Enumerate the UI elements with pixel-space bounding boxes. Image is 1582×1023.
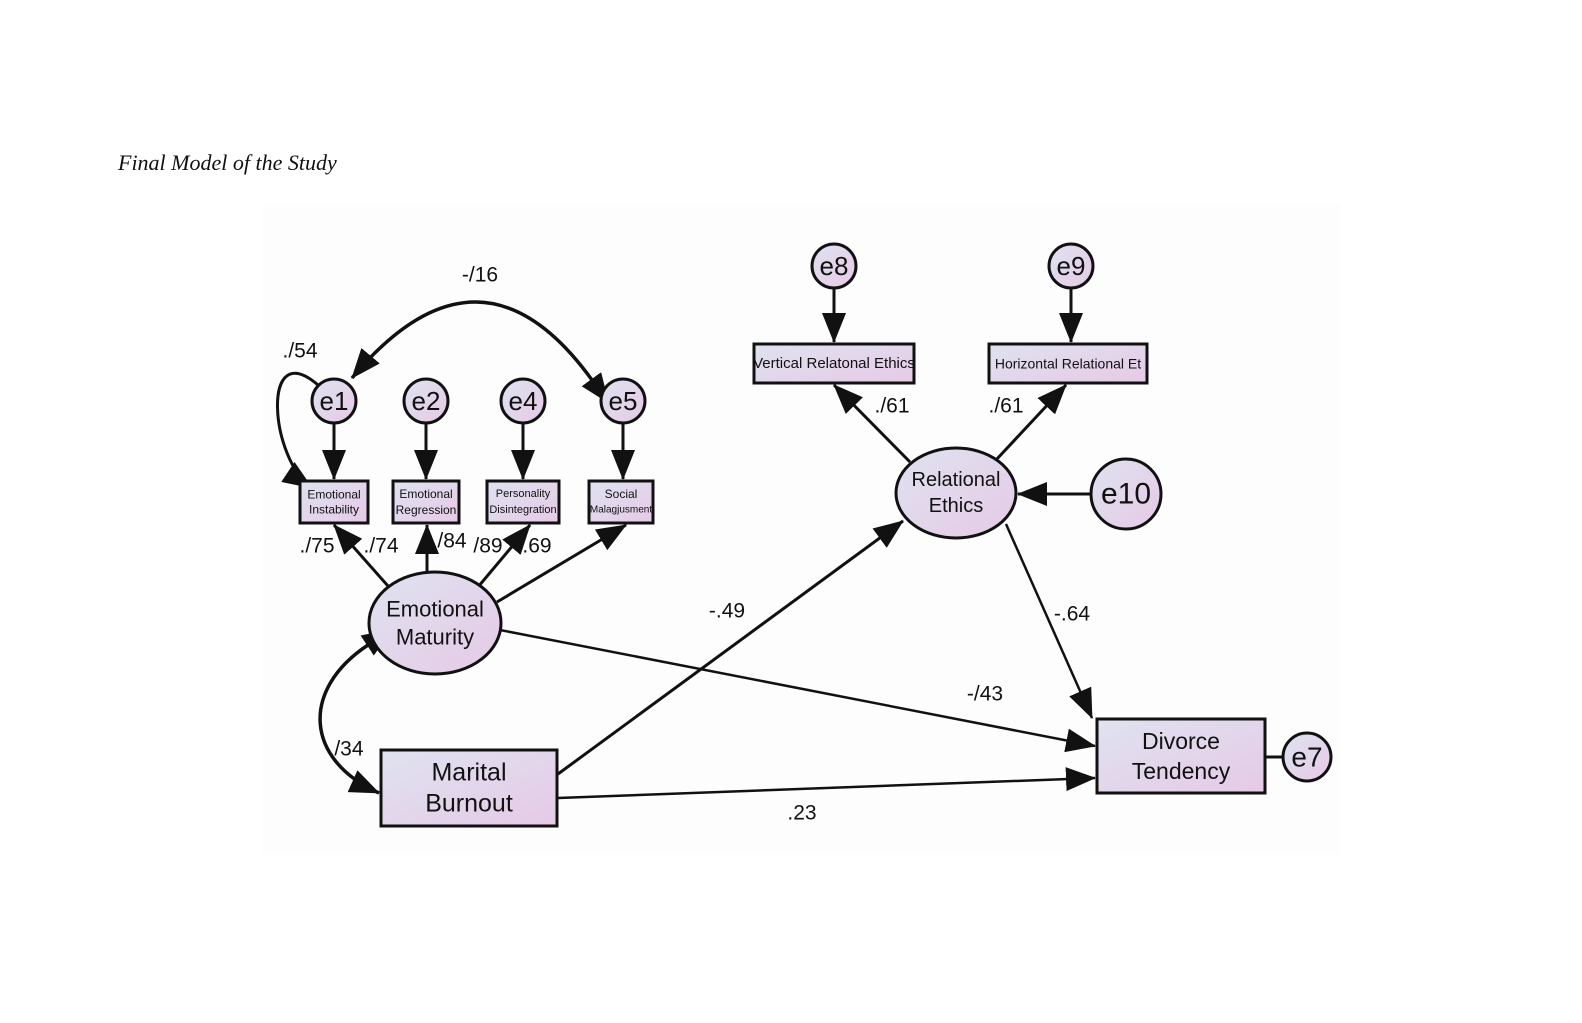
edge-labels-layer: -/16 ./54 ./75 ./74/84/89 .69 ./61 ./61 -.49 -.6… xyxy=(282,264,1090,825)
edge-loading-relational-ethics-to-vertical-relational-ethics xyxy=(832,383,912,464)
node-e2: e2 xyxy=(402,377,450,425)
edge-loading-emotional-maturity-to-personality-disintegration xyxy=(476,524,532,588)
node-label: Vertical Relatonal Ethics xyxy=(753,355,915,372)
node-label: Social xyxy=(605,487,638,501)
node-label: e1 xyxy=(320,386,349,416)
node-label: e10 xyxy=(1101,478,1151,511)
node-label: Emotional xyxy=(386,597,484,622)
node-label: Relational xyxy=(912,469,1001,491)
node-label: Burnout xyxy=(425,790,513,818)
node-e9: e9 xyxy=(1047,242,1095,290)
node-vertical-relational-ethics: Vertical Relatonal Ethics xyxy=(752,342,916,385)
observed-variable-box xyxy=(752,342,916,385)
edge-label: .23 xyxy=(787,802,816,825)
edges-layer xyxy=(276,288,1283,800)
node-e10: e10 xyxy=(1089,457,1163,531)
error-term-circle xyxy=(1089,457,1163,531)
node-e5: e5 xyxy=(599,377,647,425)
edge-covariance-emotional-maturity-to-marital-burnout xyxy=(318,628,393,795)
edge-label: /89 xyxy=(473,535,502,558)
node-label: Personality xyxy=(496,488,551,500)
node-e8: e8 xyxy=(810,242,858,290)
error-term-circle xyxy=(810,242,858,290)
node-label: Tendency xyxy=(1132,758,1231,784)
edge-covariance-e1-to-e5 xyxy=(350,300,609,404)
node-label: Malagjusment xyxy=(590,505,652,516)
error-term-circle xyxy=(1281,731,1333,783)
node-horizontal-relational-ethics: Horizontal Relational Et xyxy=(987,342,1149,385)
node-label: Maturity xyxy=(396,625,474,650)
observed-variable-box xyxy=(987,342,1149,385)
error-term-circle xyxy=(499,377,547,425)
error-term-circle xyxy=(1047,242,1095,290)
node-label: e9 xyxy=(1057,251,1086,281)
node-e4: e4 xyxy=(499,377,547,425)
latent-variable-ellipse xyxy=(367,570,503,676)
node-label: Divorce xyxy=(1142,728,1220,754)
edge-label: ./74 xyxy=(363,535,398,558)
node-e7: e7 xyxy=(1281,731,1333,783)
observed-variable-box xyxy=(485,479,561,525)
node-e1: e1 xyxy=(310,377,358,425)
edge-label: -/16 xyxy=(462,264,498,287)
edge-label: ./34 xyxy=(328,738,363,761)
edge-label: ./61 xyxy=(874,395,909,418)
edge-path-marital-burnout-to-divorce-tendency xyxy=(557,767,1096,800)
observed-variable-box xyxy=(391,479,461,525)
edge-label: /84 xyxy=(437,530,467,553)
node-label: Emotional xyxy=(399,487,452,501)
edge-label: -.49 xyxy=(709,600,745,623)
edge-label: ./54 xyxy=(282,340,317,363)
observed-variable-box xyxy=(379,748,559,828)
error-term-circle xyxy=(599,377,647,425)
observed-variable-box xyxy=(1095,717,1267,795)
edge-covariance-loop-e1-to-emotional-instability xyxy=(276,372,319,490)
node-label: e7 xyxy=(1291,742,1322,773)
latent-variable-ellipse xyxy=(894,446,1018,540)
edge-loading-emotional-maturity-to-social-maladjustment xyxy=(496,523,627,604)
error-term-circle xyxy=(402,377,450,425)
node-label: Disintegration xyxy=(489,504,556,516)
node-label: e4 xyxy=(509,386,538,416)
figure-caption: Final Model of the Study xyxy=(118,150,337,175)
node-label: Regression xyxy=(396,503,457,517)
edge-loading-relational-ethics-to-horizontal-relational-ethics xyxy=(994,383,1068,462)
error-term-circle xyxy=(310,377,358,425)
node-label: Marital xyxy=(431,759,506,787)
node-label: e8 xyxy=(820,251,849,281)
edge-label: ./61 xyxy=(988,395,1023,418)
edge-label: ./75 xyxy=(299,535,334,558)
node-label: e2 xyxy=(412,386,441,416)
edge-label: .69 xyxy=(522,535,551,558)
node-label: Emotional xyxy=(307,488,360,502)
observed-variable-box xyxy=(587,479,655,525)
edge-path-relational-ethics-to-divorce-tendency xyxy=(1004,523,1094,719)
edge-path-marital-burnout-to-relational-ethics xyxy=(557,519,904,776)
observed-variable-box xyxy=(298,479,370,525)
edge-label: -/43 xyxy=(967,683,1003,706)
edge-path-emotional-maturity-to-divorce-tendency xyxy=(499,628,1096,753)
edge-loading-emotional-maturity-to-emotional-instability xyxy=(332,524,390,587)
node-label: Ethics xyxy=(929,495,983,517)
node-label: Instability xyxy=(309,503,359,517)
edge-label: -.64 xyxy=(1054,603,1091,626)
node-label: Horizontal Relational Et xyxy=(995,356,1141,372)
node-label: e5 xyxy=(609,386,638,416)
